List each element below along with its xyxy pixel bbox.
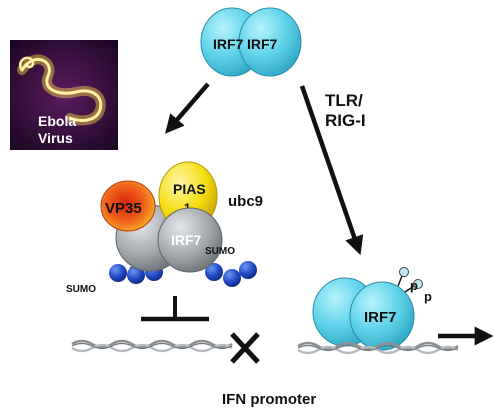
vp35-protein <box>100 180 156 232</box>
complex-irf7-protein <box>157 207 223 273</box>
ebola-virus-label-line1: Ebola <box>38 113 76 129</box>
top-irf7-left-label: IRF7 <box>213 36 244 52</box>
pathway-label-line1: TLR/ <box>325 91 363 110</box>
arrow-to-activated-irf7 <box>299 85 364 256</box>
phospho-ball-1 <box>399 267 409 277</box>
phospho-ball-2 <box>413 279 423 289</box>
ebola-virus-inset: Ebola Virus <box>10 40 118 150</box>
top-irf7-right-protein <box>238 7 302 77</box>
top-irf7-dimer: IRF7 IRF7 <box>200 7 302 77</box>
active-irf7-label: IRF7 <box>364 309 397 326</box>
ifn-promoter-label: IFN promoter <box>222 391 316 408</box>
phospho-label-1: p <box>410 278 418 293</box>
phospho-stem-2 <box>404 285 415 293</box>
sumo-left-label: SUMO <box>66 284 96 295</box>
ubc9-label: ubc9 <box>228 193 263 210</box>
complex-irf7-label: IRF7 <box>171 232 202 248</box>
blocked-cross-icon <box>230 332 260 364</box>
phospho-stem-1 <box>397 275 403 287</box>
arrow-to-inhibited-complex <box>165 82 210 134</box>
sumo-right-bead-2 <box>223 269 241 287</box>
top-irf7-right-label: IRF7 <box>247 36 278 52</box>
ebola-virus-label-line2: Virus <box>38 130 73 146</box>
active-irf7-front-protein <box>349 281 415 351</box>
inhibition-symbol <box>141 296 209 322</box>
vp35-label: VP35 <box>105 200 142 217</box>
pias1-label-line1: PIAS <box>173 181 206 197</box>
sumo-left-bead-2 <box>127 266 145 284</box>
dna-left-promoter <box>70 339 234 353</box>
pathway-label-line2: RIG-I <box>325 111 366 130</box>
sumo-right-label: SUMO <box>205 246 235 257</box>
ebola-virus-filament-curl <box>18 56 35 72</box>
sumo-right-bead-1 <box>205 263 223 281</box>
phospho-label-2: p <box>424 289 432 304</box>
ebola-virus-filament <box>20 57 103 122</box>
vp35-pias1-irf7-complex: VP35 PIAS 1 IRF7 ubc9 SUMO SUMO <box>66 161 263 295</box>
sumo-right-bead-3 <box>239 261 257 279</box>
active-irf7-dimer: IRF7 p p <box>312 267 432 351</box>
sumo-left-bead-1 <box>109 264 127 282</box>
